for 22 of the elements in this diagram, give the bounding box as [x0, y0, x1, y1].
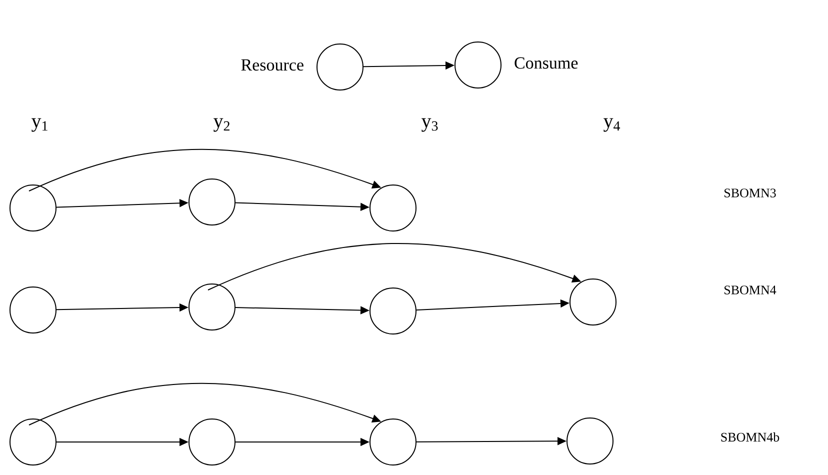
circle-node [370, 184, 416, 232]
circle-node [454, 42, 502, 88]
label-text: y$_{3}$ [422, 118, 438, 132]
circle-node [370, 288, 416, 334]
circle-node [188, 178, 236, 226]
circle-node [10, 418, 56, 466]
circle-node [188, 418, 236, 466]
label-text: y$_{2}$ [214, 118, 230, 132]
label-text: y$_{4}$ [604, 118, 620, 132]
label-text: y$_{1}$ [32, 118, 48, 132]
circle-node [316, 44, 364, 90]
circle-node [570, 278, 616, 326]
circle-node [566, 418, 614, 464]
label-text: SBOMN4 [724, 286, 776, 294]
circle-node [188, 284, 236, 330]
circle-node [370, 418, 416, 466]
label-text: SBOMN4b [721, 432, 780, 442]
label-text: SBOMN3 [724, 188, 776, 198]
circle-node [10, 286, 56, 334]
circle-node [10, 184, 56, 232]
node-caption: Resource [241, 59, 304, 71]
node-caption: Consume [514, 57, 578, 69]
